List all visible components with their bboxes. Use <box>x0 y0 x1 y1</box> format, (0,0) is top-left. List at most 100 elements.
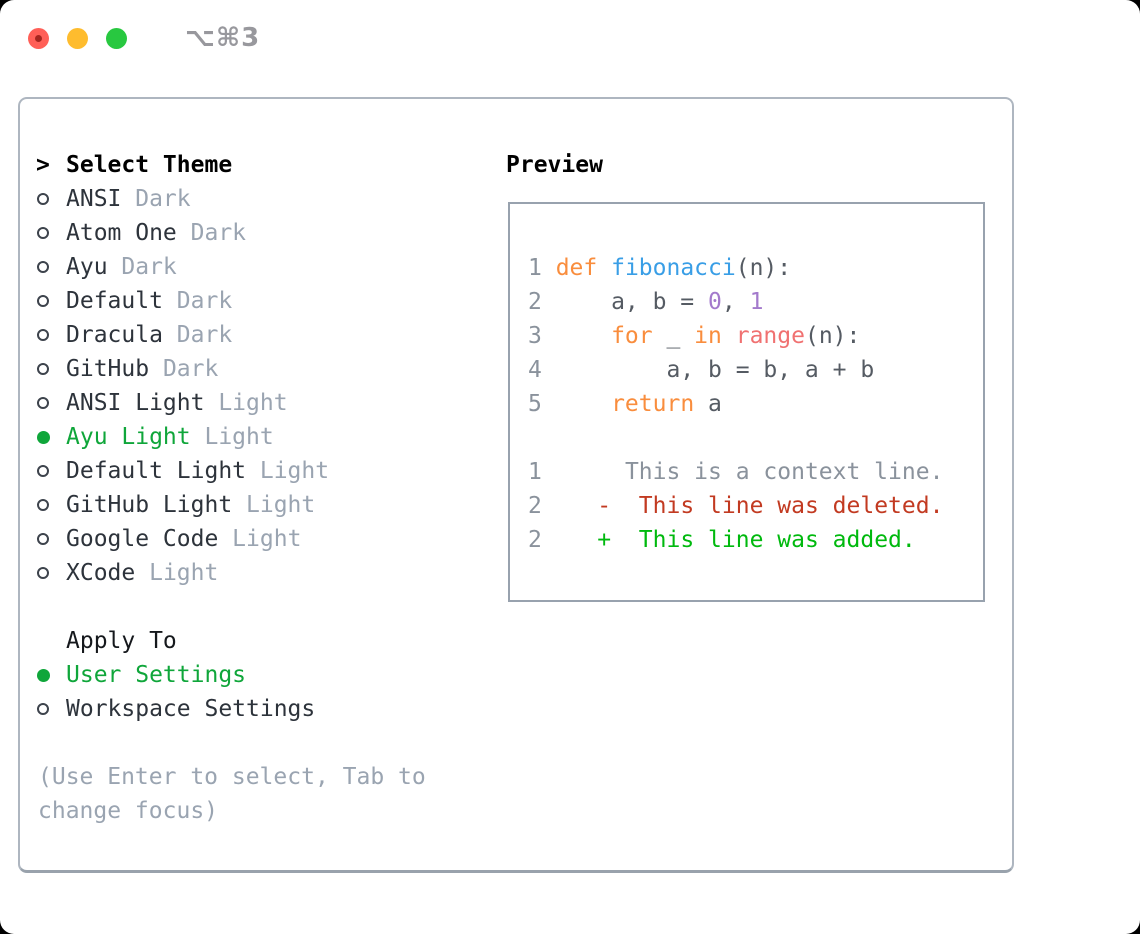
close-button[interactable] <box>28 27 49 49</box>
token: _ <box>652 323 695 349</box>
apply-option-label: Workspace Settings <box>66 696 316 722</box>
theme-name: Atom One <box>66 220 177 246</box>
line-number: 4 <box>528 357 542 383</box>
theme-variant: Light <box>135 560 219 586</box>
radio-cell <box>36 567 66 579</box>
radio-icon <box>37 668 50 682</box>
token: (n): <box>735 255 792 281</box>
zoom-button[interactable] <box>106 27 127 49</box>
code-line: 2 a, b = 0, 1 <box>528 285 983 319</box>
radio-icon <box>37 193 49 205</box>
theme-variant: Dark <box>176 220 247 246</box>
token <box>722 323 736 349</box>
diff-pad <box>556 493 598 519</box>
theme-name: Default Light <box>66 458 247 484</box>
apply-to-header: Apply To <box>36 624 462 658</box>
apply-option[interactable]: User Settings <box>36 658 462 692</box>
theme-variant: Light <box>232 492 316 518</box>
radio-icon <box>37 465 49 477</box>
radio-cell <box>36 465 66 477</box>
theme-option[interactable]: Default Light Light <box>36 454 462 488</box>
diff-marker: - <box>597 493 612 519</box>
token: a, b = <box>555 289 709 315</box>
radio-icon <box>37 295 49 307</box>
radio-cell <box>36 397 66 409</box>
theme-name: XCode <box>66 560 136 586</box>
line-number: 1 <box>528 459 542 485</box>
token: range <box>735 323 805 349</box>
token <box>597 255 611 281</box>
theme-option[interactable]: Atom One Dark <box>36 216 462 250</box>
theme-name: Ayu <box>66 254 108 280</box>
radio-cell <box>36 533 66 545</box>
radio-cell <box>36 329 66 341</box>
theme-option[interactable]: Ayu Light Light <box>36 420 462 454</box>
token: (n): <box>804 323 861 349</box>
token: in <box>694 323 722 349</box>
code-tokens: def fibonacci(n): <box>556 255 791 281</box>
radio-cell <box>36 261 66 273</box>
preview-title: Preview <box>506 152 603 178</box>
theme-option[interactable]: ANSI Light Light <box>36 386 462 420</box>
token: , <box>721 289 750 315</box>
code-tokens: for _ in range(n): <box>556 323 861 349</box>
theme-option[interactable]: Dracula Dark <box>36 318 462 352</box>
theme-variant: Dark <box>162 288 233 314</box>
radio-icon <box>37 533 49 545</box>
select-theme-label: Select Theme <box>66 152 233 178</box>
radio-icon <box>37 329 49 341</box>
diff-line: 2 - This line was deleted. <box>528 489 983 523</box>
code-line: 4 a, b = b, a + b <box>528 353 983 387</box>
diff-text: This line was deleted. <box>638 493 944 519</box>
diff-content: This is a context line. <box>556 459 944 485</box>
diff-line: 2 + This line was added. <box>528 523 983 557</box>
theme-option[interactable]: Ayu Dark <box>36 250 462 284</box>
theme-option[interactable]: ANSI Dark <box>36 182 462 216</box>
code-line: 5 return a <box>528 387 983 421</box>
theme-option[interactable]: Default Dark <box>36 284 462 318</box>
radio-cell <box>36 363 66 375</box>
token: a, b = b, a + b <box>555 357 875 383</box>
theme-name: ANSI Light <box>66 390 205 416</box>
select-theme-header: > Select Theme <box>36 148 462 182</box>
apply-option-label: User Settings <box>66 662 247 688</box>
radio-cell <box>36 668 66 682</box>
titlebar: ⌥⌘3 <box>0 0 1140 76</box>
apply-option[interactable]: Workspace Settings <box>36 692 462 726</box>
theme-name: Default <box>66 288 163 314</box>
focus-cursor-icon: > <box>36 152 50 178</box>
token: for <box>611 323 653 349</box>
line-number: 2 <box>528 493 542 519</box>
diff-marker: + <box>597 527 612 553</box>
theme-option[interactable]: GitHub Dark <box>36 352 462 386</box>
theme-option[interactable]: Google Code Light <box>36 522 462 556</box>
diff-preview: 1 This is a context line.2 - This line w… <box>528 455 983 557</box>
spacer <box>36 590 462 624</box>
code-line: 3 for _ in range(n): <box>528 319 983 353</box>
radio-cell <box>36 703 66 715</box>
diff-text: This is a context line. <box>624 459 944 485</box>
token <box>556 391 611 417</box>
theme-name: GitHub <box>66 356 150 382</box>
radio-icon <box>37 227 49 239</box>
code-tokens: return a <box>556 391 722 417</box>
minimize-button[interactable] <box>67 27 88 49</box>
line-number: 2 <box>528 289 542 315</box>
diff-pad <box>611 527 639 553</box>
spacer <box>36 726 462 760</box>
theme-option[interactable]: XCode Light <box>36 556 462 590</box>
theme-variant: Light <box>218 526 302 552</box>
radio-icon <box>37 430 50 444</box>
diff-pad <box>611 493 639 519</box>
theme-option[interactable]: GitHub Light Light <box>36 488 462 522</box>
theme-variant: Light <box>204 390 288 416</box>
spacer <box>528 421 983 455</box>
theme-variant: Dark <box>162 322 233 348</box>
diff-line: 1 This is a context line. <box>528 455 983 489</box>
